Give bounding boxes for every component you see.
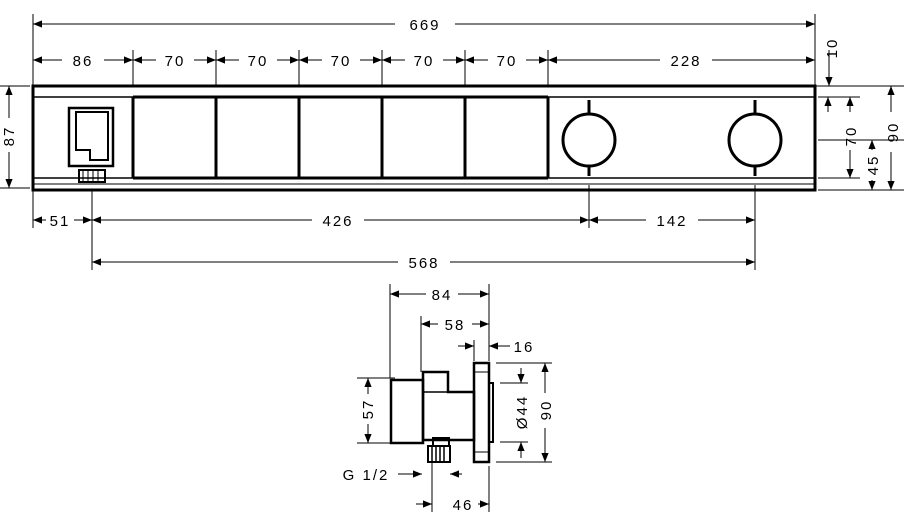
- front-view-dimensions: 669 86 70 70 70 70 70 228 10 87 90: [1, 17, 902, 272]
- side-view-dimensions: 84 58 16 57 Ø44 90 G 1/2 46: [343, 287, 555, 514]
- dim-height-total: 90: [885, 122, 902, 143]
- dim-segment-button-2: 70: [248, 53, 269, 70]
- dim-bottom-right: 142: [656, 213, 687, 230]
- dim-depth-body: 58: [445, 317, 466, 334]
- dim-bottom-left: 51: [50, 213, 71, 230]
- dim-segment-button-4: 70: [414, 53, 435, 70]
- dim-segment-button-3: 70: [331, 53, 352, 70]
- dim-height-lower: 45: [865, 155, 882, 176]
- shower-panel: [31, 84, 817, 192]
- valve-body: [389, 370, 476, 447]
- front-view: [0, 14, 904, 270]
- dim-segment-button-5: 70: [497, 53, 518, 70]
- dim-outlet-offset: 46: [453, 497, 474, 514]
- dim-height-box: 57: [360, 399, 377, 420]
- dim-height-body: 87: [1, 126, 18, 147]
- extension-lines: [0, 14, 904, 270]
- dim-plate-thickness: 16: [514, 339, 535, 356]
- cover-plate: [472, 361, 494, 464]
- dim-bottom-middle: 426: [322, 213, 353, 230]
- dim-overall-width: 669: [409, 17, 440, 34]
- thread-label: G 1/2: [343, 467, 390, 484]
- dim-depth-total: 84: [432, 287, 453, 304]
- thread-outlet-icon: [427, 445, 451, 463]
- dim-knob-diameter: Ø44: [514, 395, 531, 429]
- dim-segment-thermostat: 228: [670, 53, 701, 70]
- thermostat-knob-left-icon: [561, 100, 617, 176]
- dim-top-offset: 10: [824, 38, 841, 59]
- dim-height-inner: 70: [843, 126, 860, 147]
- dim-plate-height: 90: [538, 400, 555, 421]
- dim-bottom-total: 568: [408, 255, 439, 272]
- handshower-holder-icon: [67, 106, 115, 183]
- dim-segment-button-1: 70: [165, 53, 186, 70]
- thermostat-knob-right-icon: [727, 100, 783, 176]
- dim-segment-handshower: 86: [73, 53, 94, 70]
